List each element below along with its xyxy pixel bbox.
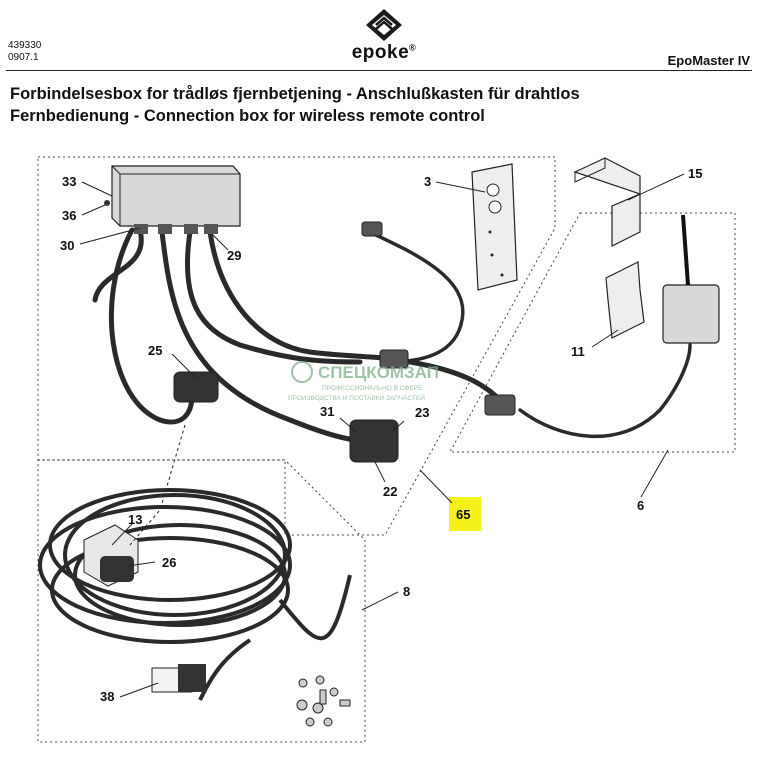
title-line2: Fernbedienung - Connection box for wirel… — [10, 107, 485, 125]
callout-3: 3 — [424, 174, 431, 189]
document-number: 439330 0907.1 — [8, 40, 41, 64]
callout-31: 31 — [320, 404, 334, 419]
mounting-plate-3 — [471, 163, 518, 291]
callout-65: 65 — [456, 507, 470, 522]
model-name: EpoMaster IV — [667, 53, 750, 68]
watermark-line1: ПРОФЕССИОНАЛЬНО В СФЕРЕ — [322, 385, 423, 392]
header-divider — [6, 70, 752, 71]
watermark: СПЕЦКОМЗАП ПРОФЕССИОНАЛЬНО В СФЕРЕ ПРОИЗ… — [288, 361, 439, 402]
bracket-11 — [605, 261, 645, 339]
brand-logo: epoke® — [336, 8, 432, 64]
page-title: Forbindelsesbox for trådløs fjernbetjeni… — [10, 83, 580, 127]
watermark-line2: ПРОИЗВОДСТВА И ПОСТАВКИ ЗАПЧАСТЕЙ — [288, 393, 425, 402]
callout-26: 26 — [162, 555, 176, 570]
cable-harness-coil — [38, 488, 352, 701]
callout-8: 8 — [403, 584, 410, 599]
callout-23: 23 — [415, 405, 429, 420]
callout-33: 33 — [62, 174, 76, 189]
callout-38: 38 — [100, 689, 114, 704]
callout-6: 6 — [637, 498, 644, 513]
callout-65-highlight — [449, 497, 481, 531]
connectors — [173, 221, 516, 463]
callout-22: 22 — [383, 484, 397, 499]
receiver-unit — [662, 214, 720, 344]
callout-29: 29 — [227, 248, 241, 263]
socket-13 — [83, 524, 139, 587]
leader-lines — [79, 173, 685, 698]
bracket-15 — [573, 157, 641, 247]
title-line1: Forbindelsesbox for trådløs fjernbetjeni… — [10, 85, 580, 103]
plug-38 — [151, 664, 206, 693]
doc-number-line2: 0907.1 — [8, 52, 39, 63]
hardware-kit — [296, 675, 351, 727]
epoke-logo-icon — [366, 9, 402, 41]
cables — [92, 227, 692, 443]
callout-30: 30 — [60, 238, 74, 253]
registered-mark: ® — [409, 42, 417, 53]
callout-11: 11 — [571, 344, 585, 359]
connection-box — [104, 165, 241, 234]
callout-25: 25 — [148, 343, 162, 358]
group-outlines — [37, 156, 736, 743]
brand-name: epoke — [351, 42, 410, 63]
callout-15: 15 — [688, 166, 702, 181]
watermark-brand: СПЕЦКОМЗАП — [318, 363, 439, 382]
doc-number-line1: 439330 — [8, 40, 42, 51]
watermark-logo-icon — [291, 361, 313, 383]
callout-13: 13 — [128, 512, 142, 527]
callout-36: 36 — [62, 208, 76, 223]
callouts: 33 36 30 29 3 15 25 11 31 23 22 65 6 13 … — [60, 166, 702, 704]
cable-group-outline — [37, 459, 366, 743]
